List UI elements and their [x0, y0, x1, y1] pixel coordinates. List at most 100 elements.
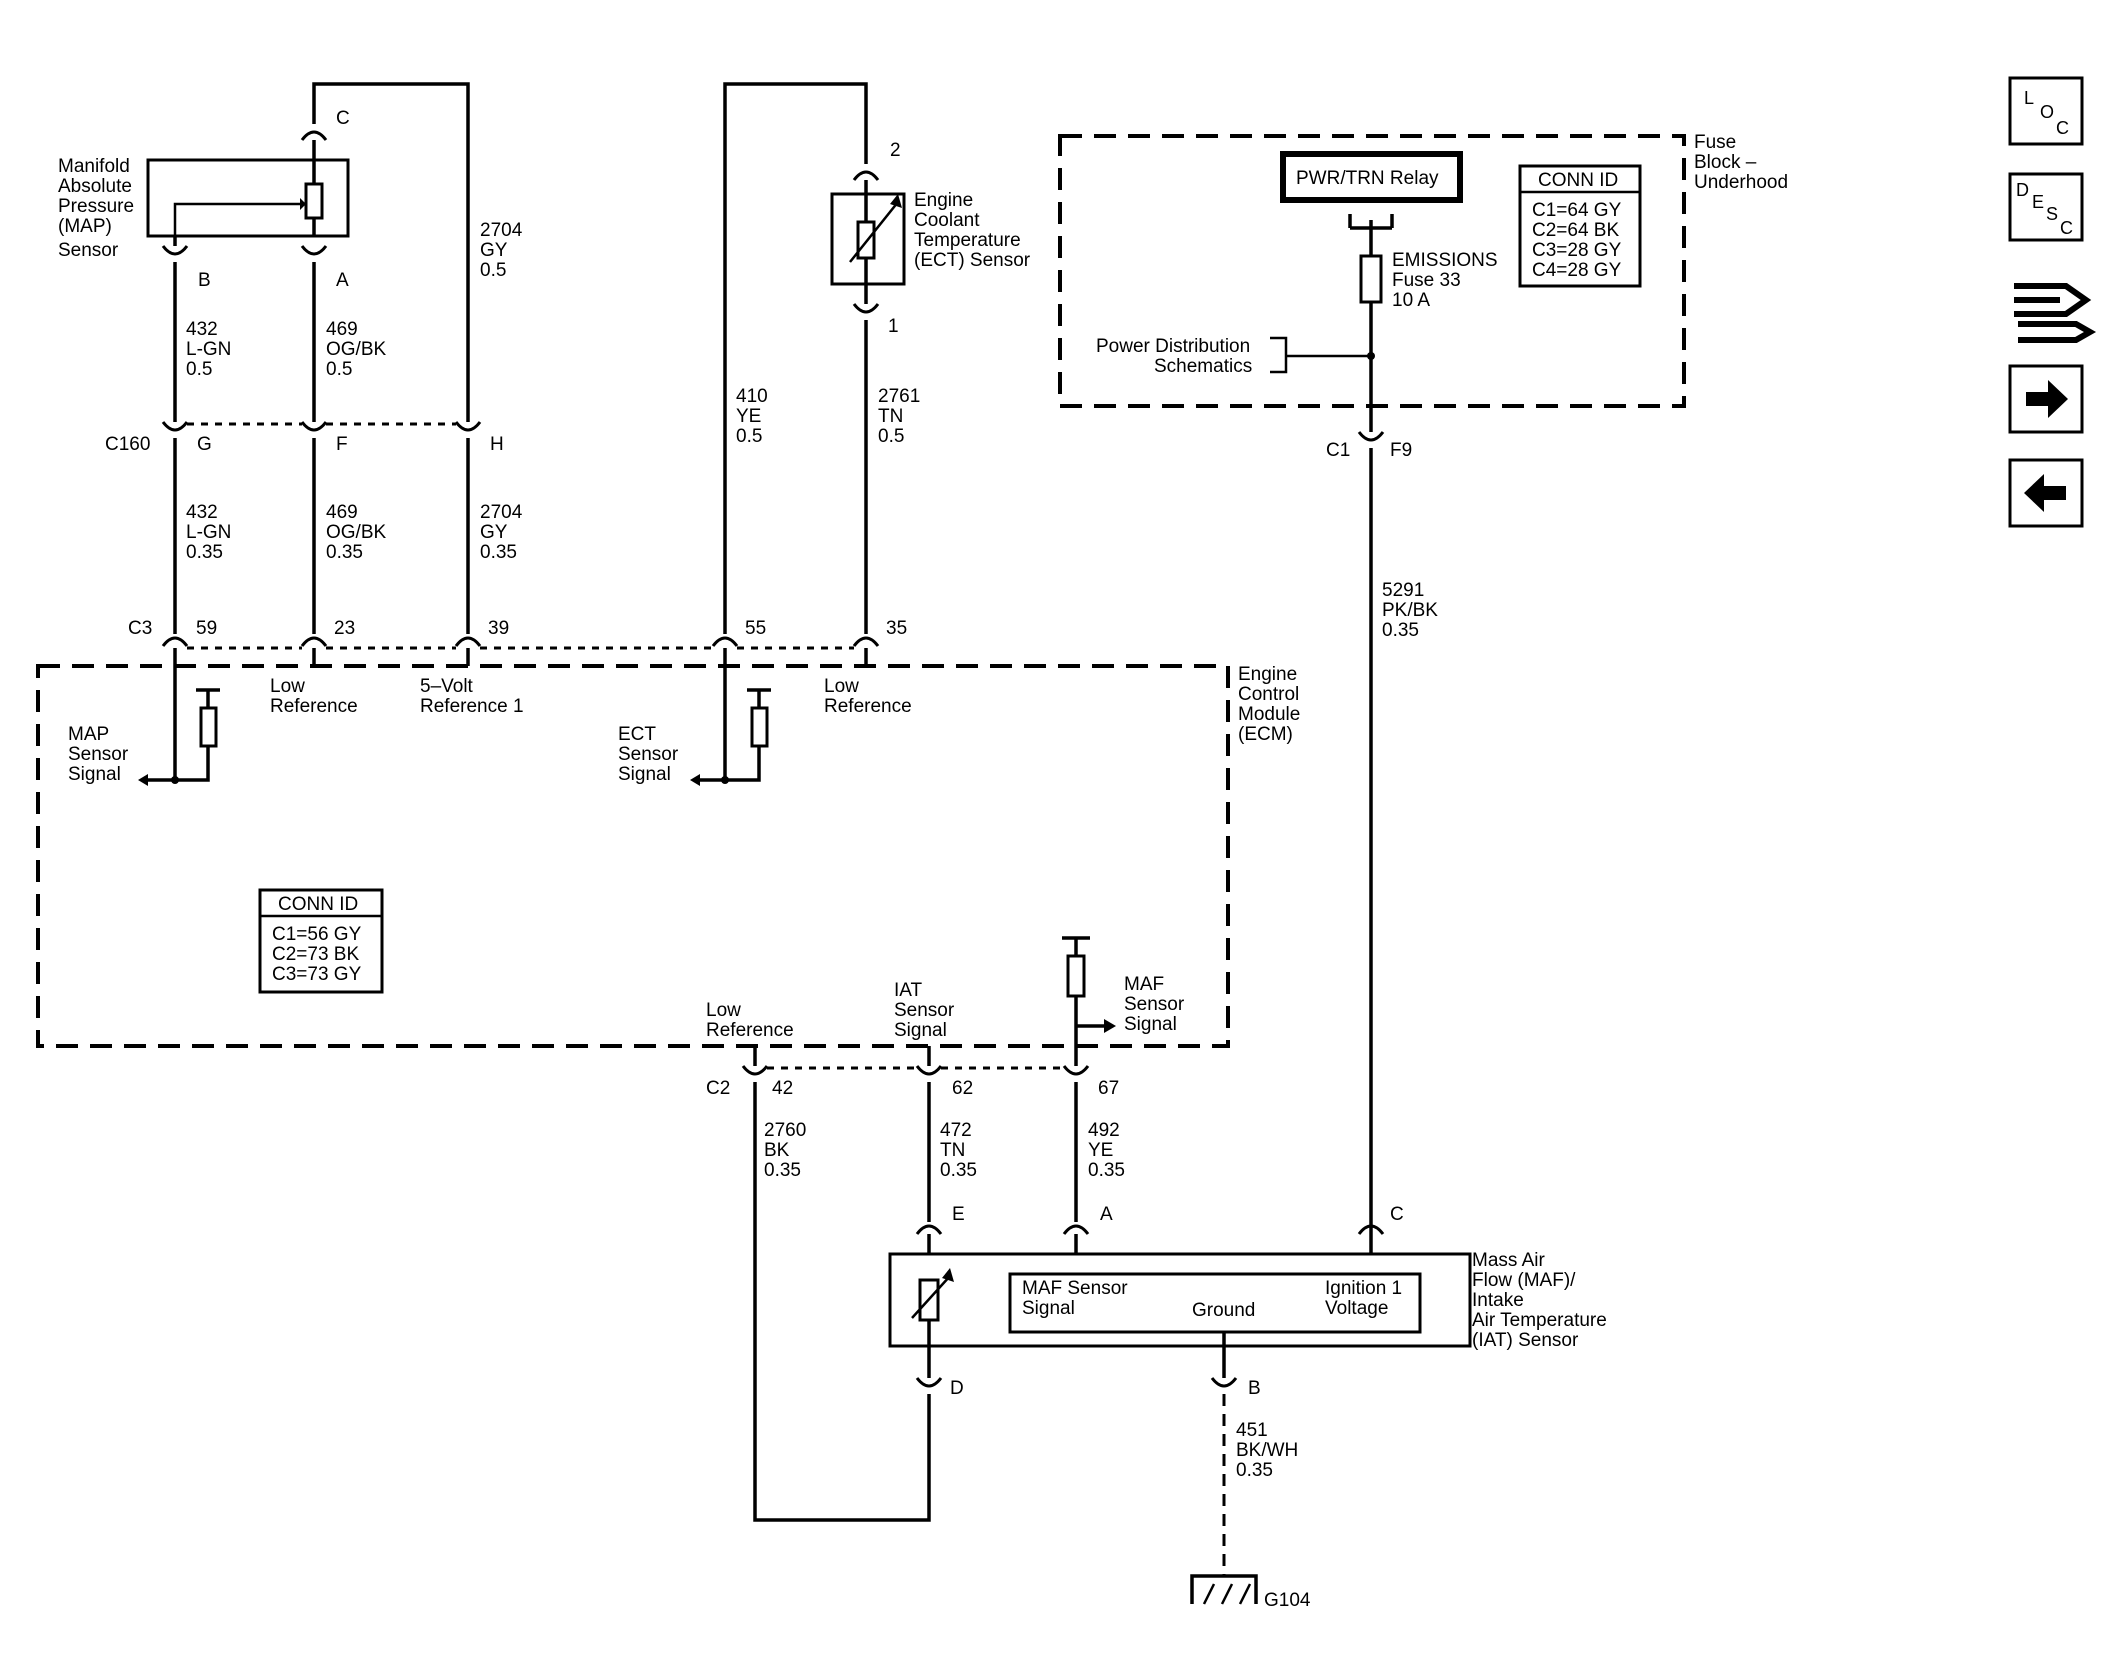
svg-text:Signal: Signal	[894, 1020, 947, 1041]
svg-text:Signal: Signal	[1124, 1014, 1177, 1035]
map-pin-b: B	[198, 270, 211, 291]
svg-text:Sensor: Sensor	[68, 744, 129, 765]
svg-text:Low: Low	[824, 676, 859, 697]
svg-text:410: 410	[736, 386, 768, 407]
wire-469-upper: 469 OG/BK 0.5	[326, 319, 387, 380]
svg-text:L-GN: L-GN	[186, 522, 231, 543]
svg-text:Engine: Engine	[1238, 664, 1297, 685]
wire-432-upper: 432 L-GN 0.5	[186, 319, 231, 380]
loc-icon[interactable]: L O C	[2008, 76, 2084, 146]
svg-text:Reference: Reference	[824, 696, 912, 717]
svg-text:0.5: 0.5	[480, 260, 506, 281]
ect-name-3: Temperature	[914, 230, 1021, 251]
svg-text:Mass Air: Mass Air	[1472, 1250, 1546, 1271]
map-sensor-name-1: Manifold	[58, 156, 130, 177]
svg-text:Voltage: Voltage	[1325, 1298, 1388, 1319]
wire-5291: 5291 PK/BK 0.35	[1382, 580, 1438, 641]
svg-text:L: L	[2024, 88, 2034, 108]
svg-text:G104: G104	[1264, 1590, 1311, 1611]
ect-name-4: (ECT) Sensor	[914, 250, 1031, 271]
svg-text:Block –: Block –	[1694, 152, 1757, 173]
next-arrow-icon[interactable]	[2008, 364, 2084, 434]
svg-text:Low: Low	[706, 1000, 741, 1021]
svg-text:Schematics: Schematics	[1154, 356, 1252, 377]
svg-text:23: 23	[334, 618, 355, 639]
svg-text:Signal: Signal	[1022, 1298, 1075, 1319]
svg-text:2704: 2704	[480, 220, 523, 241]
svg-text:Sensor: Sensor	[1124, 994, 1185, 1015]
c160-pin-f: F	[336, 434, 348, 455]
svg-text:Signal: Signal	[618, 764, 671, 785]
svg-text:D: D	[950, 1378, 964, 1399]
wire-432-lower: 432 L-GN 0.35	[186, 502, 231, 563]
svg-text:ECT: ECT	[618, 724, 656, 745]
svg-text:C2=64 BK: C2=64 BK	[1532, 220, 1619, 241]
wire-2704-lower: 2704 GY 0.35	[480, 502, 523, 563]
svg-text:Reference: Reference	[706, 1020, 794, 1041]
svg-text:5291: 5291	[1382, 580, 1424, 601]
svg-text:472: 472	[940, 1120, 972, 1141]
svg-text:42: 42	[772, 1078, 793, 1099]
svg-text:S: S	[2046, 204, 2058, 224]
svg-text:492: 492	[1088, 1120, 1120, 1141]
connector-icon[interactable]	[2014, 283, 2097, 343]
map-sensor-name-5: Sensor	[58, 240, 119, 261]
svg-text:C4=28 GY: C4=28 GY	[1532, 260, 1622, 281]
svg-text:MAF Sensor: MAF Sensor	[1022, 1278, 1128, 1299]
wire-492: 492 YE 0.35	[1088, 1120, 1125, 1181]
svg-text:0.35: 0.35	[186, 542, 223, 563]
svg-text:A: A	[1100, 1204, 1113, 1225]
c160-pin-h: H	[490, 434, 504, 455]
svg-text:0.35: 0.35	[326, 542, 363, 563]
svg-text:OG/BK: OG/BK	[326, 522, 387, 543]
svg-text:MAF: MAF	[1124, 974, 1164, 995]
svg-text:0.35: 0.35	[480, 542, 517, 563]
wire-410: 410 YE 0.5	[736, 386, 768, 447]
maf-iat-sensor: E A C D MAF Sensor Signal Ground Ignitio…	[888, 1204, 1607, 1399]
svg-text:Low: Low	[270, 676, 305, 697]
engine-control-module: Engine Control Module (ECM) MAP Sensor S…	[36, 648, 1300, 1066]
svg-text:EMISSIONS: EMISSIONS	[1392, 250, 1498, 271]
svg-text:CONN ID: CONN ID	[1538, 170, 1618, 191]
svg-text:OG/BK: OG/BK	[326, 339, 387, 360]
ect-name-2: Coolant	[914, 210, 980, 231]
map-sensor-name-2: Absolute	[58, 176, 132, 197]
svg-text:Sensor: Sensor	[618, 744, 679, 765]
c160-pin-g: G	[197, 434, 212, 455]
svg-text:10 A: 10 A	[1392, 290, 1430, 311]
svg-text:B: B	[1248, 1378, 1261, 1399]
svg-text:E: E	[2032, 192, 2044, 212]
c160-connector: C160 G F H	[105, 410, 504, 455]
svg-text:Ignition 1: Ignition 1	[1325, 1278, 1402, 1299]
ground-g104: G104	[1190, 1574, 1311, 1611]
svg-text:IAT: IAT	[894, 980, 923, 1001]
svg-text:0.5: 0.5	[186, 359, 212, 380]
svg-text:Fuse 33: Fuse 33	[1392, 270, 1461, 291]
svg-text:C3=73 GY: C3=73 GY	[272, 964, 362, 985]
svg-text:Reference: Reference	[270, 696, 358, 717]
svg-text:62: 62	[952, 1078, 973, 1099]
svg-text:Intake: Intake	[1472, 1290, 1524, 1311]
c3-label: C3	[128, 618, 152, 639]
svg-text:Control: Control	[1238, 684, 1299, 705]
c3-connector: C3 59 23 39 55 35	[128, 618, 907, 650]
svg-text:0.35: 0.35	[1382, 620, 1419, 641]
svg-text:C3=28 GY: C3=28 GY	[1532, 240, 1622, 261]
svg-text:C: C	[2060, 218, 2073, 238]
wire-2704-upper: 2704 GY 0.5	[480, 220, 523, 281]
c160-label: C160	[105, 434, 150, 455]
ect-name-1: Engine	[914, 190, 973, 211]
svg-text:55: 55	[745, 618, 766, 639]
desc-icon[interactable]: D E S C	[2008, 172, 2084, 242]
svg-text:0.35: 0.35	[1236, 1460, 1273, 1481]
svg-text:Reference 1: Reference 1	[420, 696, 524, 717]
svg-text:C1=64 GY: C1=64 GY	[1532, 200, 1622, 221]
svg-text:432: 432	[186, 502, 218, 523]
svg-text:Module: Module	[1238, 704, 1300, 725]
back-arrow-icon[interactable]	[2008, 458, 2084, 528]
map-pin-c: C	[336, 108, 350, 129]
svg-text:CONN ID: CONN ID	[278, 894, 358, 915]
svg-text:(IAT) Sensor: (IAT) Sensor	[1472, 1330, 1579, 1351]
map-sensor-name-4: (MAP)	[58, 216, 112, 237]
